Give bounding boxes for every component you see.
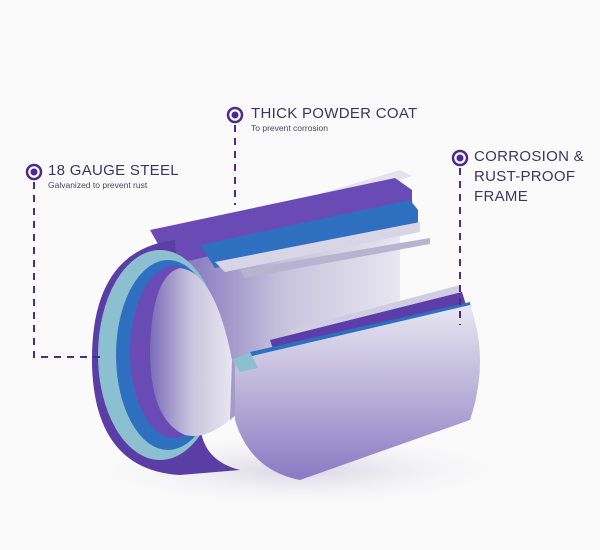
callout-title: 18 GAUGE STEEL (48, 162, 179, 179)
top-layer-plate-2 (240, 238, 430, 278)
top-layer-plate (215, 222, 420, 272)
callout-steel: 18 GAUGE STEEL Galvanized to prevent rus… (48, 161, 179, 190)
callout-subtitle: Galvanized to prevent rust (48, 180, 148, 190)
front-cut-edge (232, 352, 258, 372)
outer-shell (235, 305, 480, 480)
markers (25, 106, 469, 181)
leader-lines (33, 125, 461, 358)
callout-title-line: FRAME (474, 188, 528, 205)
top-layer-blue (200, 200, 418, 268)
callout-subtitle: To prevent corrosion (251, 123, 329, 133)
front-ring-opening (150, 268, 232, 436)
callout-frame: CORROSION & RUST-PROOF FRAME (474, 147, 584, 207)
callout-title-line: CORROSION & (474, 148, 584, 165)
callout-title: THICK POWDER COAT (251, 105, 418, 122)
callout-title-line: RUST-PROOF (474, 168, 576, 185)
pin-icon-frame (451, 149, 469, 167)
leader-line-steel (33, 182, 100, 358)
pin-icon-steel (25, 163, 43, 181)
pin-icon-powder (226, 106, 244, 124)
callout-powder-coat: THICK POWDER COAT To prevent corrosion (251, 104, 418, 133)
